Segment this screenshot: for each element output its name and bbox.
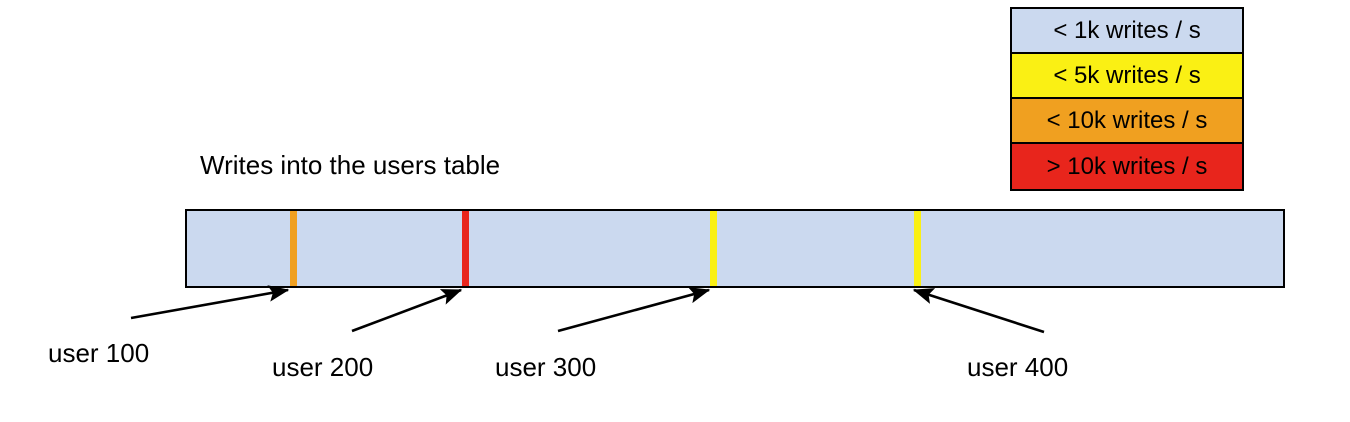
legend-row-under-5k: < 5k writes / s — [1012, 54, 1242, 99]
legend: < 1k writes / s < 5k writes / s < 10k wr… — [1010, 7, 1244, 191]
callout-label-user-200: user 200 — [272, 352, 374, 382]
callout-label-user-100: user 100 — [48, 338, 150, 368]
legend-label: < 1k writes / s — [1053, 16, 1201, 44]
stripe-user-100 — [290, 211, 297, 286]
stripe-user-300 — [710, 211, 717, 286]
legend-row-under-10k: < 10k writes / s — [1012, 99, 1242, 144]
callout-label-user-300: user 300 — [495, 352, 597, 382]
legend-row-under-1k: < 1k writes / s — [1012, 9, 1242, 54]
legend-label: > 10k writes / s — [1046, 152, 1208, 180]
arrow-user-100 — [130, 285, 290, 320]
legend-row-over-10k: > 10k writes / s — [1012, 144, 1242, 189]
stripe-user-200 — [462, 211, 469, 286]
users-table-bar — [185, 209, 1285, 288]
legend-label: < 10k writes / s — [1046, 106, 1208, 134]
arrow-user-400 — [912, 288, 1045, 334]
legend-label: < 5k writes / s — [1053, 61, 1201, 89]
arrow-user-300 — [557, 287, 711, 333]
chart-title: Writes into the users table — [200, 150, 501, 180]
callout-label-user-400: user 400 — [967, 352, 1069, 382]
stripe-user-400 — [914, 211, 921, 286]
arrow-user-200 — [351, 288, 463, 333]
